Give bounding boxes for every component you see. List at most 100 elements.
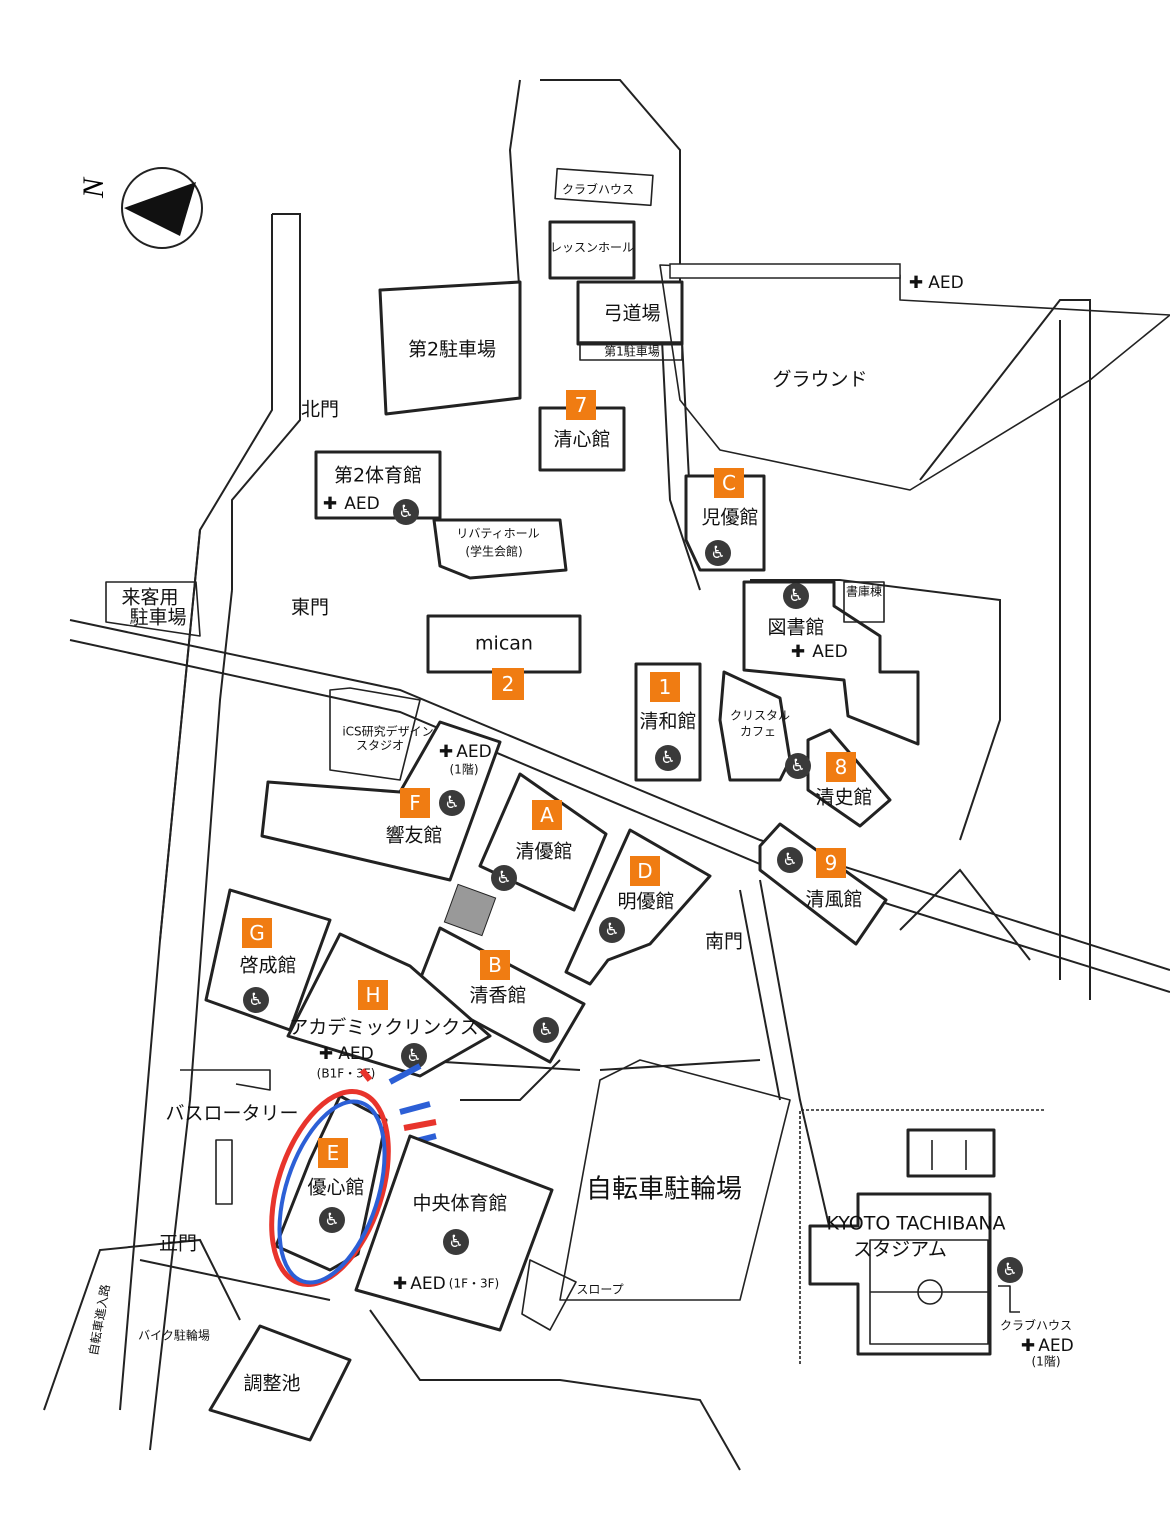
svg-text:♿: ♿ [324, 1210, 339, 1230]
kyudojo-label: 弓道場 [603, 303, 660, 325]
svg-text:♿: ♿ [788, 586, 803, 606]
aed-cross-icon: ✚ [909, 273, 923, 293]
building-H [286, 932, 492, 1078]
slope-label: スロープ [576, 1283, 623, 1297]
aed-top-label: AED [928, 273, 963, 293]
aed-stadium-floor: (1階) [1032, 1354, 1061, 1369]
wheelchair-icon: ♿ [997, 1257, 1023, 1283]
gym2-building [314, 450, 442, 520]
aed-cross-icon: ✚ [323, 494, 337, 514]
building-E-name: 優心館 [307, 1177, 364, 1199]
roads [43, 79, 1170, 1471]
svg-text:♿: ♿ [444, 793, 459, 813]
crystal-cafe-label-2: カフェ [740, 725, 776, 739]
ics-label-1: iCS研究デザイン [342, 724, 433, 739]
building-A-name: 清優館 [515, 841, 572, 863]
bicycle-parking-label: 自転車駐輪場 [586, 1175, 742, 1205]
aed-kyoyu-label: AED [456, 742, 491, 762]
svg-text:♿: ♿ [406, 1046, 421, 1066]
aed-library-label: AED [812, 642, 847, 662]
building-C [684, 474, 766, 572]
guest-parking-label-1: 来客用 [121, 587, 178, 609]
aed-cross-icon: ✚ [1021, 1336, 1035, 1356]
liberty-hall-label-2: (学生会館) [465, 544, 522, 559]
wheelchair-icon: ♿ [599, 917, 625, 943]
svg-text:H: H [365, 983, 380, 1007]
south-gate-label: 南門 [705, 931, 743, 953]
badge-B: B [480, 950, 510, 980]
main-gate-label: 正門 [159, 1233, 197, 1255]
north-gate-label: 北門 [301, 399, 339, 421]
aed-stadium-label: AED [1038, 1336, 1073, 1356]
guest-parking-label-2: 駐車場 [129, 607, 186, 629]
badge-2: 2 [492, 668, 524, 700]
aed-kyoyu-floor: (1階) [450, 762, 479, 777]
svg-text:♿: ♿ [538, 1020, 553, 1040]
aed-cross-icon: ✚ [439, 742, 453, 762]
svg-text:A: A [540, 803, 554, 827]
svg-text:E: E [327, 1141, 340, 1165]
wheelchair-icon: ♿ [393, 499, 419, 525]
bicycle-road-label: 自転車進入路 [85, 1283, 112, 1357]
building-F-name: 響友館 [385, 825, 442, 847]
wheelchair-icon: ♿ [655, 745, 681, 771]
liberty-hall-label-1: リバティホール [456, 527, 539, 541]
stadium: KYOTO TACHIBANA スタジアム ♿ クラブハウス ✚ AED (1階… [799, 1109, 1074, 1369]
highlight-circle [269, 1063, 437, 1287]
building-C-name: 児優館 [701, 507, 758, 529]
wheelchair-icon: ♿ [243, 987, 269, 1013]
wheelchair-icon: ♿ [319, 1207, 345, 1233]
pond-label: 調整池 [243, 1373, 300, 1395]
svg-text:1: 1 [659, 675, 672, 699]
aed-central-gym-label: AED [410, 1274, 445, 1294]
building-7-name: 清心館 [553, 429, 610, 451]
svg-text:G: G [249, 921, 265, 945]
svg-text:C: C [722, 471, 736, 495]
wheelchair-icon: ♿ [777, 847, 803, 873]
wheelchair-icon: ♿ [443, 1229, 469, 1255]
svg-text:D: D [637, 859, 652, 883]
wheelchair-icon: ♿ [705, 540, 731, 566]
svg-text:♿: ♿ [660, 748, 675, 768]
svg-text:2: 2 [502, 672, 515, 696]
badge-D: D [630, 856, 660, 886]
parking1-label: 第1駐車場 [604, 344, 660, 359]
badge-A: A [532, 800, 562, 830]
badge-G: G [242, 918, 272, 948]
stadium-label-1: KYOTO TACHIBANA [826, 1213, 1005, 1235]
gym2-label: 第2体育館 [334, 465, 422, 487]
svg-text:♿: ♿ [496, 868, 511, 888]
compass-arrow-icon [124, 182, 196, 236]
badge-1: 1 [650, 672, 680, 702]
building-H-name: アカデミックリンクス [289, 1017, 478, 1039]
lesson-hall-label: レッスンホール [550, 241, 634, 255]
svg-text:8: 8 [835, 755, 848, 779]
badge-9: 9 [816, 848, 846, 878]
aed-central-gym-floor: (1F・3F) [449, 1277, 499, 1291]
book-storage-label: 書庫棟 [846, 584, 882, 599]
compass: N [77, 167, 203, 249]
bike-parking-label: バイク駐輪場 [138, 1328, 210, 1343]
stadium-label-2: スタジアム [853, 1239, 947, 1261]
svg-text:B: B [488, 953, 502, 977]
badge-F: F [400, 788, 430, 818]
svg-text:♿: ♿ [248, 990, 263, 1010]
svg-text:♿: ♿ [1002, 1260, 1017, 1280]
svg-text:7: 7 [575, 393, 588, 417]
wheelchair-icon: ♿ [783, 583, 809, 609]
badge-C: C [714, 468, 744, 498]
bus-rotary-label: バスロータリー [165, 1103, 298, 1125]
badge-7: 7 [566, 390, 596, 420]
svg-text:♿: ♿ [604, 920, 619, 940]
aed-top: ✚ AED [909, 273, 964, 293]
svg-text:9: 9 [825, 851, 838, 875]
svg-text:F: F [409, 791, 421, 815]
wheelchair-icon: ♿ [401, 1043, 427, 1069]
aed-academic-floor: (B1F・3F) [317, 1067, 376, 1081]
wheelchair-icon: ♿ [533, 1017, 559, 1043]
aed-cross-icon: ✚ [319, 1044, 333, 1064]
building-D [564, 828, 712, 986]
east-gate-label: 東門 [291, 597, 329, 619]
stadium-club-house-label: クラブハウス [1000, 1318, 1072, 1333]
